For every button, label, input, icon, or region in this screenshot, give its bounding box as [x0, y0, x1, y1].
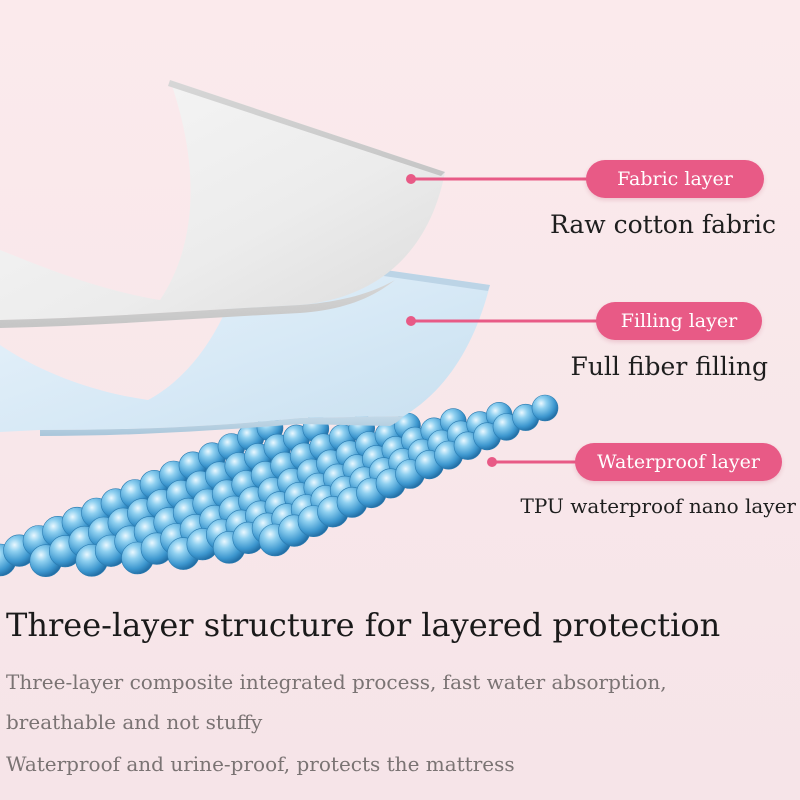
fabric-sheet — [0, 80, 445, 328]
fabric-layer-badge: Fabric layer — [586, 160, 764, 198]
filling-layer-badge: Filling layer — [596, 302, 762, 340]
waterproof-layer-description: TPU waterproof nano layer — [520, 494, 796, 518]
filling-layer-description: Full fiber filling — [570, 352, 768, 381]
headline: Three-layer structure for layered protec… — [6, 606, 721, 644]
waterproof-bead-sheet — [0, 394, 559, 578]
body-line-1: Three-layer composite integrated process… — [6, 670, 667, 694]
body-line-2: breathable and not stuffy — [6, 710, 263, 734]
waterproof-layer-badge: Waterproof layer — [575, 443, 782, 481]
callout-connectors — [406, 174, 600, 467]
water-bead — [531, 394, 559, 422]
body-line-3: Waterproof and urine-proof, protects the… — [6, 752, 515, 776]
fabric-layer-description: Raw cotton fabric — [549, 210, 776, 239]
